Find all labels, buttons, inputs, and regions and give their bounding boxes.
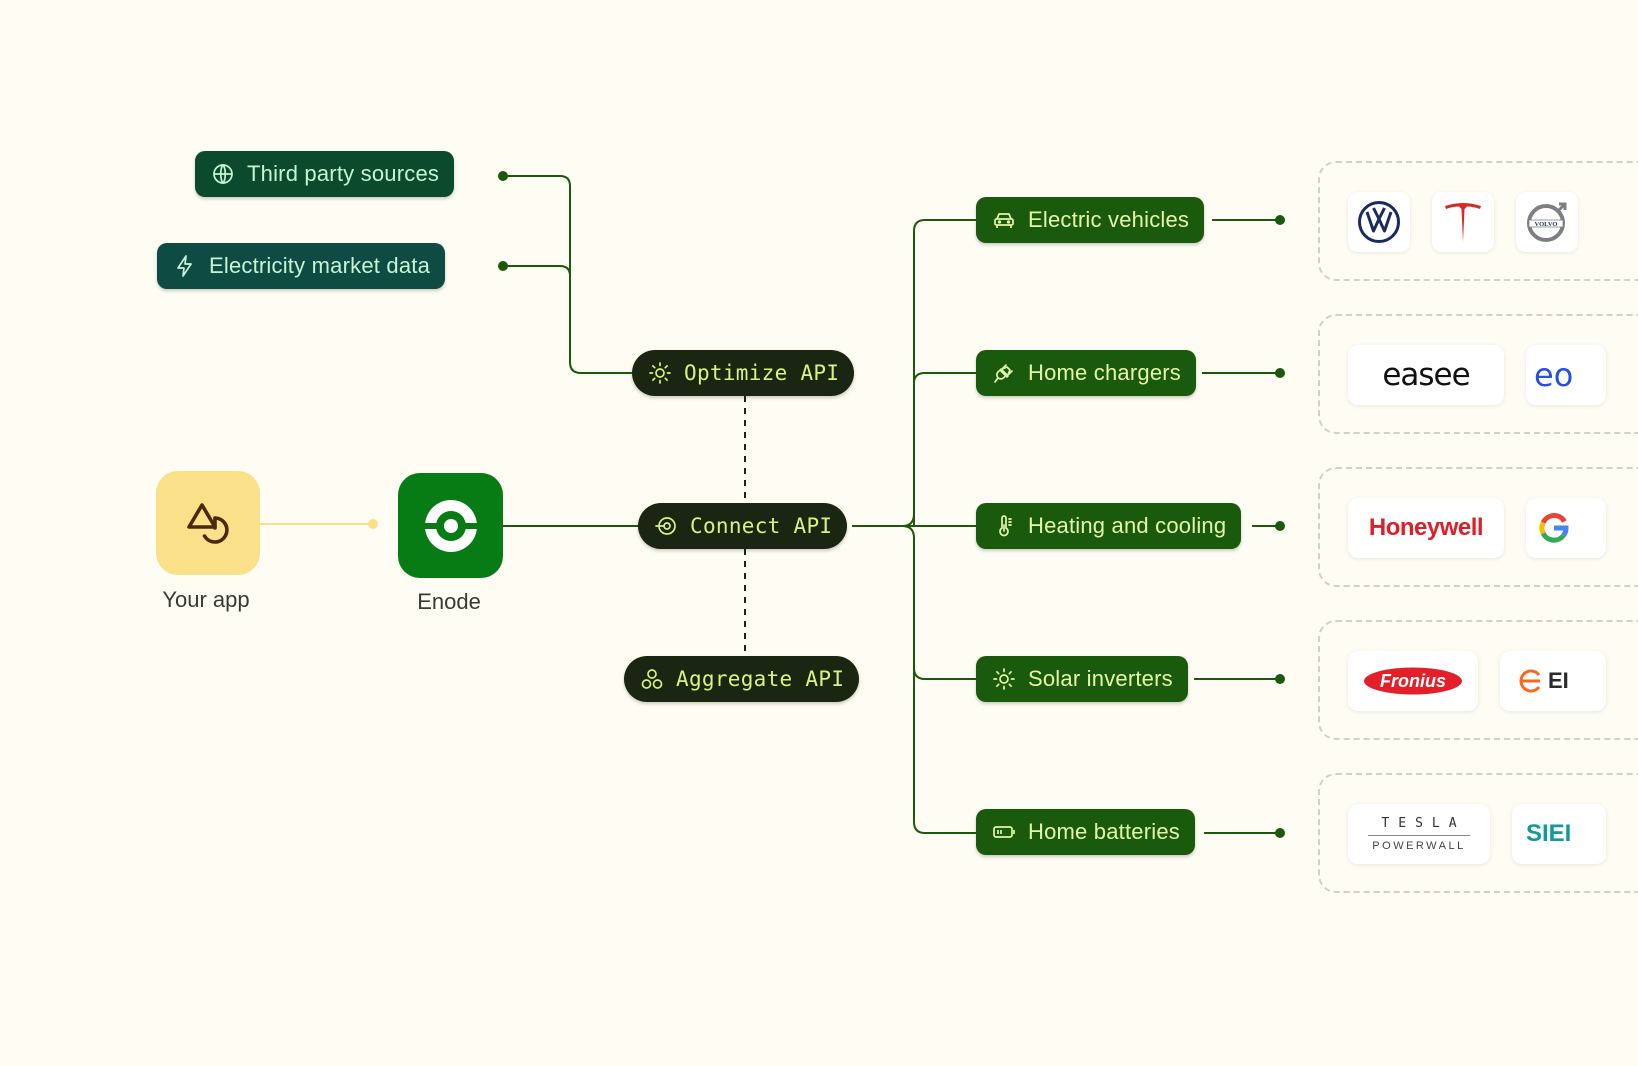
fronius-logo-icon: Fronius (1363, 666, 1463, 696)
enode-label: Enode (417, 589, 481, 614)
enode-tile[interactable] (398, 473, 503, 578)
fronius-wordmark: Fronius (1380, 670, 1446, 691)
brand-group-electric-vehicles: VOLVO (1318, 161, 1638, 281)
sun-icon (648, 361, 672, 385)
category-home-chargers[interactable]: Home chargers (976, 350, 1196, 396)
dot-heating (1275, 521, 1285, 531)
powerwall-wordmark: POWERWALL (1372, 840, 1466, 852)
brand-card-siemens[interactable]: SIEI (1512, 804, 1606, 864)
plug-icon (992, 361, 1016, 385)
google-logo-icon (1538, 512, 1570, 544)
volvo-logo-icon: VOLVO (1525, 200, 1569, 244)
enphase-logo-icon (1518, 668, 1544, 694)
enode-logo-icon (422, 498, 479, 554)
sun-icon (992, 667, 1016, 691)
category-electric-vehicles[interactable]: Electric vehicles (976, 197, 1205, 243)
volkswagen-logo-icon (1357, 200, 1401, 244)
dot-electricity (498, 261, 508, 271)
dot-batteries (1275, 828, 1285, 838)
dot-chargers (1275, 368, 1285, 378)
brand-group-heating-cooling: Honeywell (1318, 467, 1638, 587)
tesla-wordmark: TESLA (1381, 816, 1466, 831)
brand-group-home-batteries: TESLA POWERWALL SIEI (1318, 773, 1638, 893)
siemens-wordmark: SIEI (1526, 820, 1572, 847)
brand-card-fronius[interactable]: Fronius (1348, 651, 1478, 711)
globe-icon (211, 162, 235, 186)
eo-logo: eo (1534, 356, 1574, 394)
your-app-tile[interactable] (156, 471, 260, 575)
lightning-icon (173, 254, 197, 278)
api-connect[interactable]: Connect API (638, 503, 848, 549)
shapes-icon (184, 499, 232, 547)
dot-third-party (498, 171, 508, 181)
source-electricity-market[interactable]: Electricity market data (157, 243, 446, 289)
api-label: Aggregate API (676, 667, 845, 691)
category-label: Solar inverters (1028, 666, 1173, 691)
tesla-logo-icon (1443, 200, 1483, 244)
category-label: Electric vehicles (1028, 207, 1190, 232)
source-third-party[interactable]: Third party sources (195, 151, 455, 197)
connector-hub-solar (901, 525, 978, 834)
brand-group-solar-inverters: Fronius EI (1318, 620, 1638, 740)
circles-icon (640, 667, 664, 691)
dot-solar (1275, 674, 1285, 684)
category-home-batteries[interactable]: Home batteries (976, 809, 1195, 855)
brand-card-honeywell[interactable]: Honeywell (1348, 498, 1504, 558)
thermometer-icon (992, 514, 1016, 538)
connector-hub-chargers (913, 372, 978, 384)
source-label: Electricity market data (209, 253, 431, 278)
dot-app (368, 519, 378, 529)
brand-card-eo[interactable]: eo (1526, 345, 1606, 405)
brand-card-google[interactable] (1526, 498, 1606, 558)
connector-connect-hub (852, 513, 915, 527)
brand-card-tesla[interactable] (1432, 192, 1494, 252)
api-aggregate[interactable]: Aggregate API (624, 656, 860, 702)
dot-ev (1275, 215, 1285, 225)
brand-card-enphase[interactable]: EI (1500, 651, 1606, 711)
your-app-label: Your app (162, 587, 250, 612)
category-label: Heating and cooling (1028, 513, 1227, 538)
honeywell-logo: Honeywell (1368, 514, 1484, 541)
api-label: Connect API (690, 514, 833, 538)
category-heating-cooling[interactable]: Heating and cooling (976, 503, 1242, 549)
connector-third-party (503, 175, 634, 374)
api-label: Optimize API (684, 361, 840, 385)
source-label: Third party sources (247, 161, 440, 186)
battery-icon (992, 820, 1016, 844)
enphase-wordmark: EI (1548, 668, 1569, 693)
category-label: Home batteries (1028, 819, 1180, 844)
category-label: Home chargers (1028, 360, 1181, 385)
brand-card-volkswagen[interactable] (1348, 192, 1410, 252)
brand-group-home-chargers: easee eo (1318, 314, 1638, 434)
api-optimize[interactable]: Optimize API (632, 350, 855, 396)
target-icon (654, 514, 678, 538)
connector-hub-solar-branch (913, 667, 978, 680)
connector-hub-ev (913, 219, 978, 526)
volvo-wordmark: VOLVO (1535, 221, 1558, 228)
easee-logo: easee (1382, 357, 1470, 393)
brand-card-volvo[interactable]: VOLVO (1516, 192, 1578, 252)
car-icon (992, 208, 1016, 232)
brand-card-easee[interactable]: easee (1348, 345, 1504, 405)
category-solar-inverters[interactable]: Solar inverters (976, 656, 1188, 702)
brand-card-tesla-powerwall[interactable]: TESLA POWERWALL (1348, 804, 1490, 864)
powerwall-divider (1368, 835, 1470, 836)
connector-electricity (503, 265, 571, 277)
